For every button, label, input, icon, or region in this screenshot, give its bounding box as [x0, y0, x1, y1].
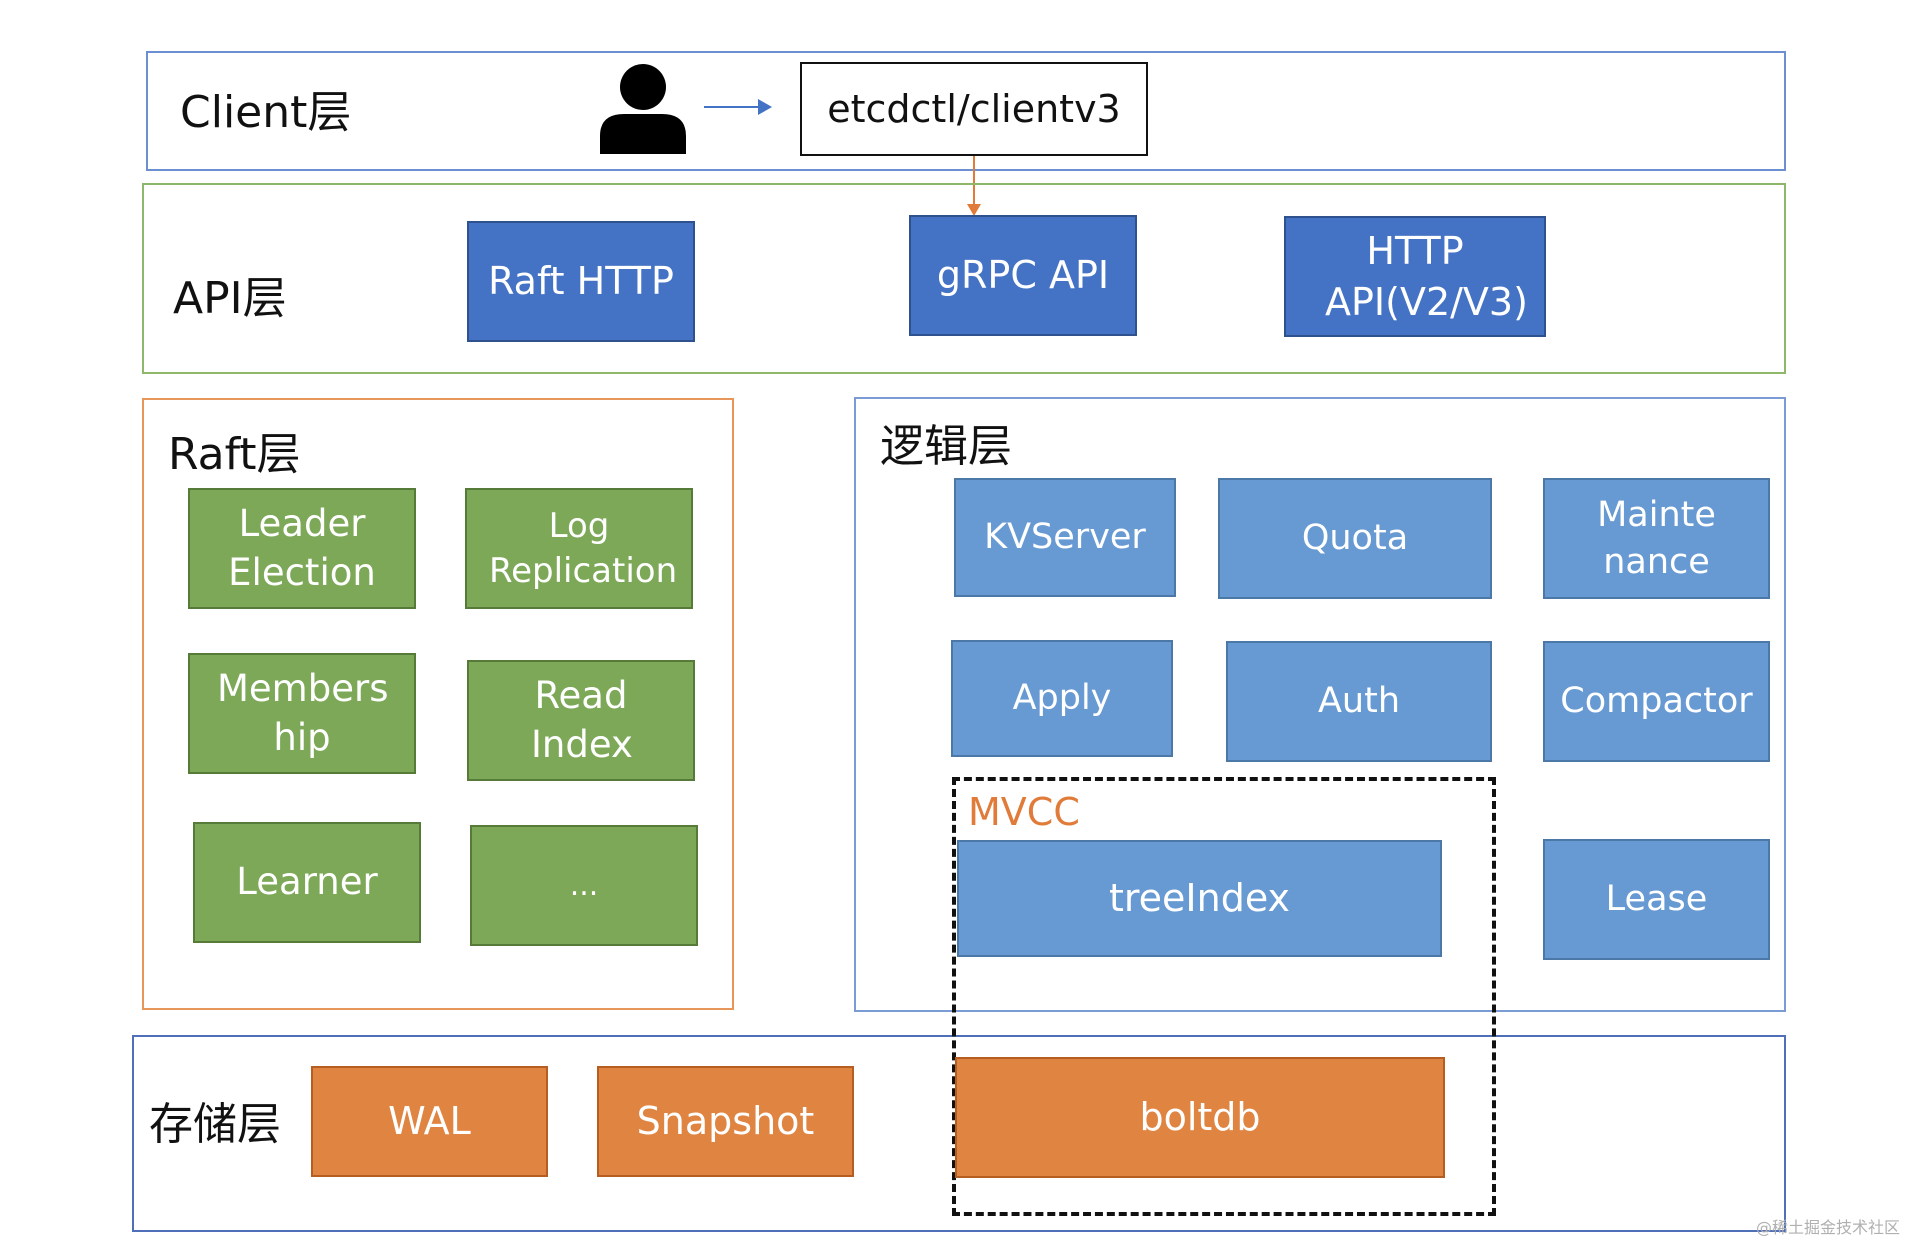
http-api-box: HTTP API(V2/V3)	[1284, 216, 1546, 337]
client-layer	[146, 51, 1786, 171]
user-to-client-arrow-line	[704, 106, 760, 108]
log-replication-label: Log Replication	[489, 505, 678, 591]
more-box: ...	[470, 825, 698, 946]
lease-box: Lease	[1543, 839, 1770, 960]
raft-http-box: Raft HTTP	[467, 221, 695, 342]
raft-layer-label: Raft层	[168, 429, 301, 480]
maintenance-box: Mainte nance	[1543, 478, 1770, 599]
user-to-client-arrowhead	[758, 99, 772, 115]
client-to-grpc-arrowhead	[967, 204, 981, 216]
membership-box: Members hip	[188, 653, 416, 774]
leader-election-label: Leader Election	[228, 501, 376, 594]
api-layer	[142, 183, 1786, 374]
leader-election-box: Leader Election	[188, 488, 416, 609]
mvcc-group	[952, 777, 1496, 1216]
storage-layer-label: 存储层	[149, 1099, 281, 1150]
client-layer-label: Client层	[180, 87, 352, 138]
person-icon	[600, 64, 686, 154]
membership-label: Members hip	[217, 666, 389, 759]
apply-box: Apply	[951, 640, 1173, 757]
snapshot-box: Snapshot	[597, 1066, 854, 1177]
learner-box: Learner	[193, 822, 421, 943]
watermark: @稀土掘金技术社区	[1756, 1218, 1901, 1237]
api-layer-label: API层	[173, 273, 287, 324]
storage-layer	[132, 1035, 1786, 1232]
quota-box: Quota	[1218, 478, 1492, 599]
log-replication-box: Log Replication	[465, 488, 693, 609]
raft-layer	[142, 398, 734, 1010]
maintenance-label: Mainte nance	[1597, 495, 1716, 582]
kvserver-box: KVServer	[954, 478, 1176, 597]
grpc-api-box: gRPC API	[909, 215, 1137, 336]
auth-box: Auth	[1226, 641, 1492, 762]
read-index-label: Read Index	[531, 673, 633, 766]
mvcc-label: MVCC	[968, 790, 1080, 834]
logic-layer	[854, 397, 1786, 1012]
compactor-box: Compactor	[1543, 641, 1770, 762]
logic-layer-label: 逻辑层	[880, 421, 1012, 472]
boltdb-box: boltdb	[955, 1057, 1445, 1178]
http-api-label: HTTP API(V2/V3)	[1325, 229, 1528, 324]
wal-box: WAL	[311, 1066, 548, 1177]
read-index-box: Read Index	[467, 660, 695, 781]
treeindex-box: treeIndex	[957, 840, 1442, 957]
client-to-grpc-arrow-line	[973, 156, 975, 208]
client-box: etcdctl/clientv3	[800, 62, 1148, 156]
